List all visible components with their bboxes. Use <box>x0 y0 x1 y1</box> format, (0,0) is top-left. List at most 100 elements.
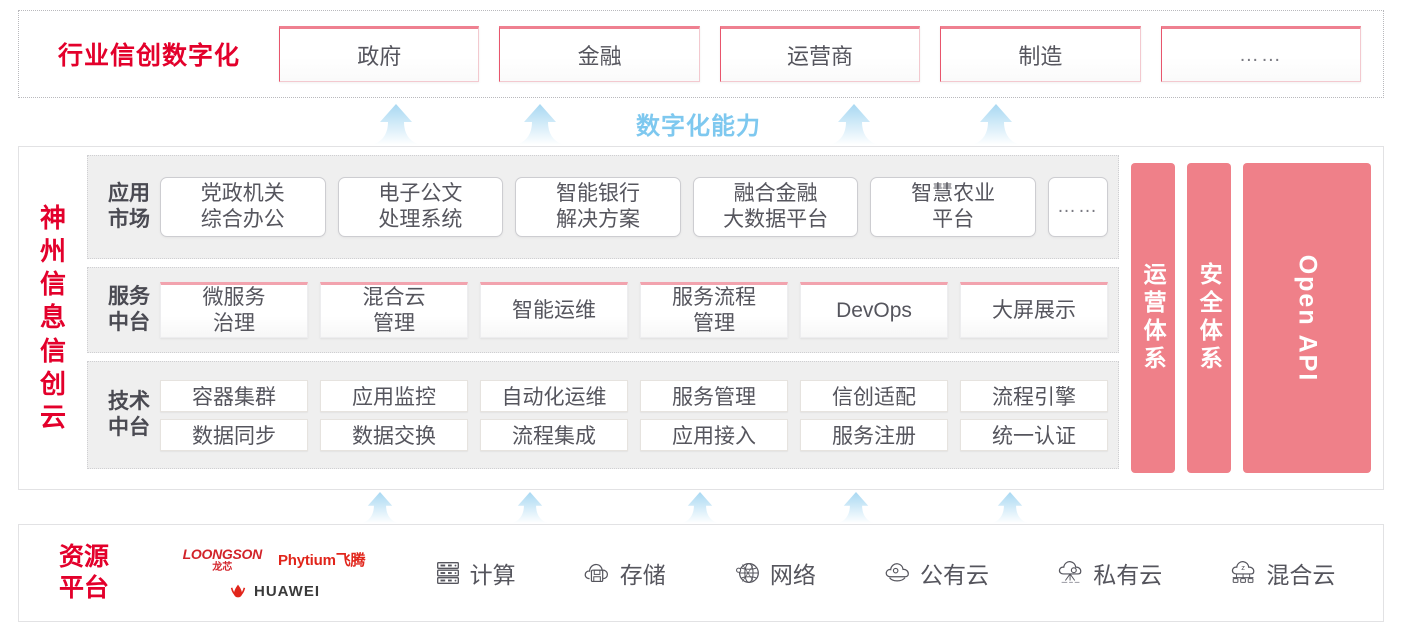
up-arrow-icon <box>372 104 420 145</box>
technology-card-grid: 容器集群 数据同步 应用监控 数据交换 自动化运维 流程集成 服务管理 应用接入 <box>160 379 1108 451</box>
public-cloud-icon <box>885 563 909 582</box>
digital-ability-row: 数字化能力 <box>0 100 1402 146</box>
app-card-smart-bank[interactable]: 智能银行解决方案 <box>515 177 681 237</box>
tech-card-app-monitoring[interactable]: 应用监控 <box>320 379 468 412</box>
resource-item-hybrid-cloud[interactable]: z 混合云 <box>1229 556 1335 590</box>
tier-label-line: 技术 <box>108 389 150 413</box>
tech-column: 流程引擎 统一认证 <box>960 379 1108 451</box>
up-arrow-icon <box>991 492 1029 524</box>
resource-platform-panel: 资源 平台 LOONGSON 龙芯 Phytium飞腾 HUAWEI <box>18 524 1384 622</box>
tech-card-automated-ops[interactable]: 自动化运维 <box>480 379 628 412</box>
industry-card-finance[interactable]: 金融 <box>499 26 700 82</box>
app-card-label: 智慧农业平台 <box>911 181 996 231</box>
resource-item-public-cloud[interactable]: 公有云 <box>883 556 989 590</box>
cloud-platform-body: 应用 市场 党政机关综合办公 电子公文处理系统 智能银行解决方案 融合金融大数据… <box>87 147 1383 489</box>
cloud-title-char: 信 <box>39 335 66 366</box>
app-card-label: 融合金融大数据平台 <box>723 181 829 231</box>
resource-item-storage[interactable]: 存储 <box>583 556 666 590</box>
vendor-logo-row: HUAWEI <box>228 583 320 600</box>
resource-item-label: 存储 <box>619 562 666 588</box>
vendor-logo-group: LOONGSON 龙芯 Phytium飞腾 HUAWEI <box>149 547 399 600</box>
service-card-devops[interactable]: DevOps <box>800 281 948 339</box>
app-card-label: 电子公文处理系统 <box>378 181 463 231</box>
resource-item-label: 混合云 <box>1266 562 1336 588</box>
cloud-title-char: 神 <box>39 202 66 233</box>
tech-card-service-management[interactable]: 服务管理 <box>640 379 788 412</box>
pillar-operations-system[interactable]: 运营体系 <box>1131 163 1176 473</box>
svg-text:z: z <box>1242 563 1246 572</box>
phytium-logo-cn: 飞腾 <box>335 552 366 569</box>
up-arrow-icon <box>830 104 878 145</box>
tech-card-process-integration[interactable]: 流程集成 <box>480 418 628 451</box>
private-cloud-icon <box>1059 561 1082 583</box>
tier-label-line: 中台 <box>108 416 150 439</box>
app-card-government-office[interactable]: 党政机关综合办公 <box>160 177 326 237</box>
service-card-list: 微服务治理 混合云管理 智能运维 服务流程管理 DevOps 大屏展示 <box>160 281 1108 339</box>
cross-cutting-pillars: 运营体系 安全体系 Open API <box>1119 155 1373 481</box>
cloud-storage-icon <box>584 563 608 583</box>
industry-card-telecom[interactable]: 运营商 <box>719 26 921 82</box>
up-arrow-icon <box>681 492 719 524</box>
cloud-tier-stack: 应用 市场 党政机关综合办公 电子公文处理系统 智能银行解决方案 融合金融大数据… <box>87 155 1119 481</box>
app-card-edoc-system[interactable]: 电子公文处理系统 <box>337 177 504 237</box>
industry-card-manufacturing[interactable]: 制造 <box>940 26 1141 82</box>
tech-column: 容器集群 数据同步 <box>160 379 308 451</box>
resource-item-label: 私有云 <box>1093 562 1163 588</box>
resource-platform-title: 资源 平台 <box>19 542 149 605</box>
tech-card-service-registry[interactable]: 服务注册 <box>800 418 948 451</box>
pillar-label: Open API <box>1293 254 1322 382</box>
tech-column: 应用监控 数据交换 <box>320 379 468 451</box>
pillar-label: 安全体系 <box>1196 262 1223 374</box>
phytium-logo-text: Phytium <box>277 552 336 569</box>
huawei-logo-text: HUAWEI <box>254 582 320 600</box>
up-arrow-icon <box>516 104 564 145</box>
service-card-service-process-management[interactable]: 服务流程管理 <box>640 281 788 339</box>
industry-card-government[interactable]: 政府 <box>279 26 480 82</box>
service-card-dashboard-display[interactable]: 大屏展示 <box>960 281 1108 339</box>
tech-card-container-cluster[interactable]: 容器集群 <box>160 379 308 412</box>
cloud-title-char: 息 <box>39 302 66 333</box>
resource-item-label: 公有云 <box>920 562 990 588</box>
pillar-security-system[interactable]: 安全体系 <box>1187 163 1232 473</box>
pillar-open-api[interactable]: Open API <box>1243 163 1371 473</box>
tier-label-technology-platform: 技术 中台 <box>98 389 160 442</box>
tier-label-line: 市场 <box>108 208 150 231</box>
up-arrow-icon <box>361 492 399 524</box>
app-card-smart-agriculture[interactable]: 智慧农业平台 <box>870 177 1036 237</box>
service-card-intelligent-ops[interactable]: 智能运维 <box>480 281 628 339</box>
hybrid-cloud-icon: z <box>1232 561 1255 583</box>
tier-application-market: 应用 市场 党政机关综合办公 电子公文处理系统 智能银行解决方案 融合金融大数据… <box>87 155 1119 259</box>
cloud-title-char: 创 <box>39 368 66 399</box>
cloud-title-char: 州 <box>39 235 66 266</box>
tier-label-line: 应用 <box>108 181 150 205</box>
tech-card-unified-auth[interactable]: 统一认证 <box>960 418 1108 451</box>
tech-card-data-exchange[interactable]: 数据交换 <box>320 418 468 451</box>
resource-uplink-arrow-row <box>0 490 1402 524</box>
tech-card-app-access[interactable]: 应用接入 <box>640 418 788 451</box>
cloud-title-char: 信 <box>39 269 66 300</box>
cloud-platform-title: 神 州 信 息 信 创 云 <box>19 147 87 489</box>
tech-column: 自动化运维 流程集成 <box>480 379 628 451</box>
service-card-microservice-governance[interactable]: 微服务治理 <box>160 281 308 339</box>
tier-label-line: 中台 <box>108 311 150 334</box>
tech-card-data-sync[interactable]: 数据同步 <box>160 418 308 451</box>
resource-item-label: 网络 <box>769 562 816 588</box>
app-card-finance-bigdata[interactable]: 融合金融大数据平台 <box>692 177 859 237</box>
server-rack-icon <box>436 562 459 584</box>
service-card-hybrid-cloud-management[interactable]: 混合云管理 <box>320 281 468 339</box>
industry-card-more[interactable]: …… <box>1160 26 1362 82</box>
loongson-logo-cn: 龙芯 <box>212 561 233 573</box>
huawei-petal-icon <box>230 584 246 598</box>
vendor-logo-row: LOONGSON 龙芯 Phytium飞腾 <box>183 547 366 573</box>
resource-item-compute[interactable]: 计算 <box>433 556 516 590</box>
app-card-more[interactable]: …… <box>1047 177 1108 237</box>
resource-item-list: 计算 存储 网络 <box>399 556 1383 590</box>
tech-card-process-engine[interactable]: 流程引擎 <box>960 379 1108 412</box>
tier-technology-platform: 技术 中台 容器集群 数据同步 应用监控 数据交换 自动化运维 流程集成 <box>87 361 1119 469</box>
tech-card-xinchuang-adaptation[interactable]: 信创适配 <box>800 379 948 412</box>
up-arrow-icon <box>972 104 1020 145</box>
digital-ability-label: 数字化能力 <box>636 113 761 140</box>
resource-item-private-cloud[interactable]: 私有云 <box>1056 556 1162 590</box>
resource-item-network[interactable]: 网络 <box>733 556 816 590</box>
phytium-logo: Phytium飞腾 <box>277 549 366 570</box>
